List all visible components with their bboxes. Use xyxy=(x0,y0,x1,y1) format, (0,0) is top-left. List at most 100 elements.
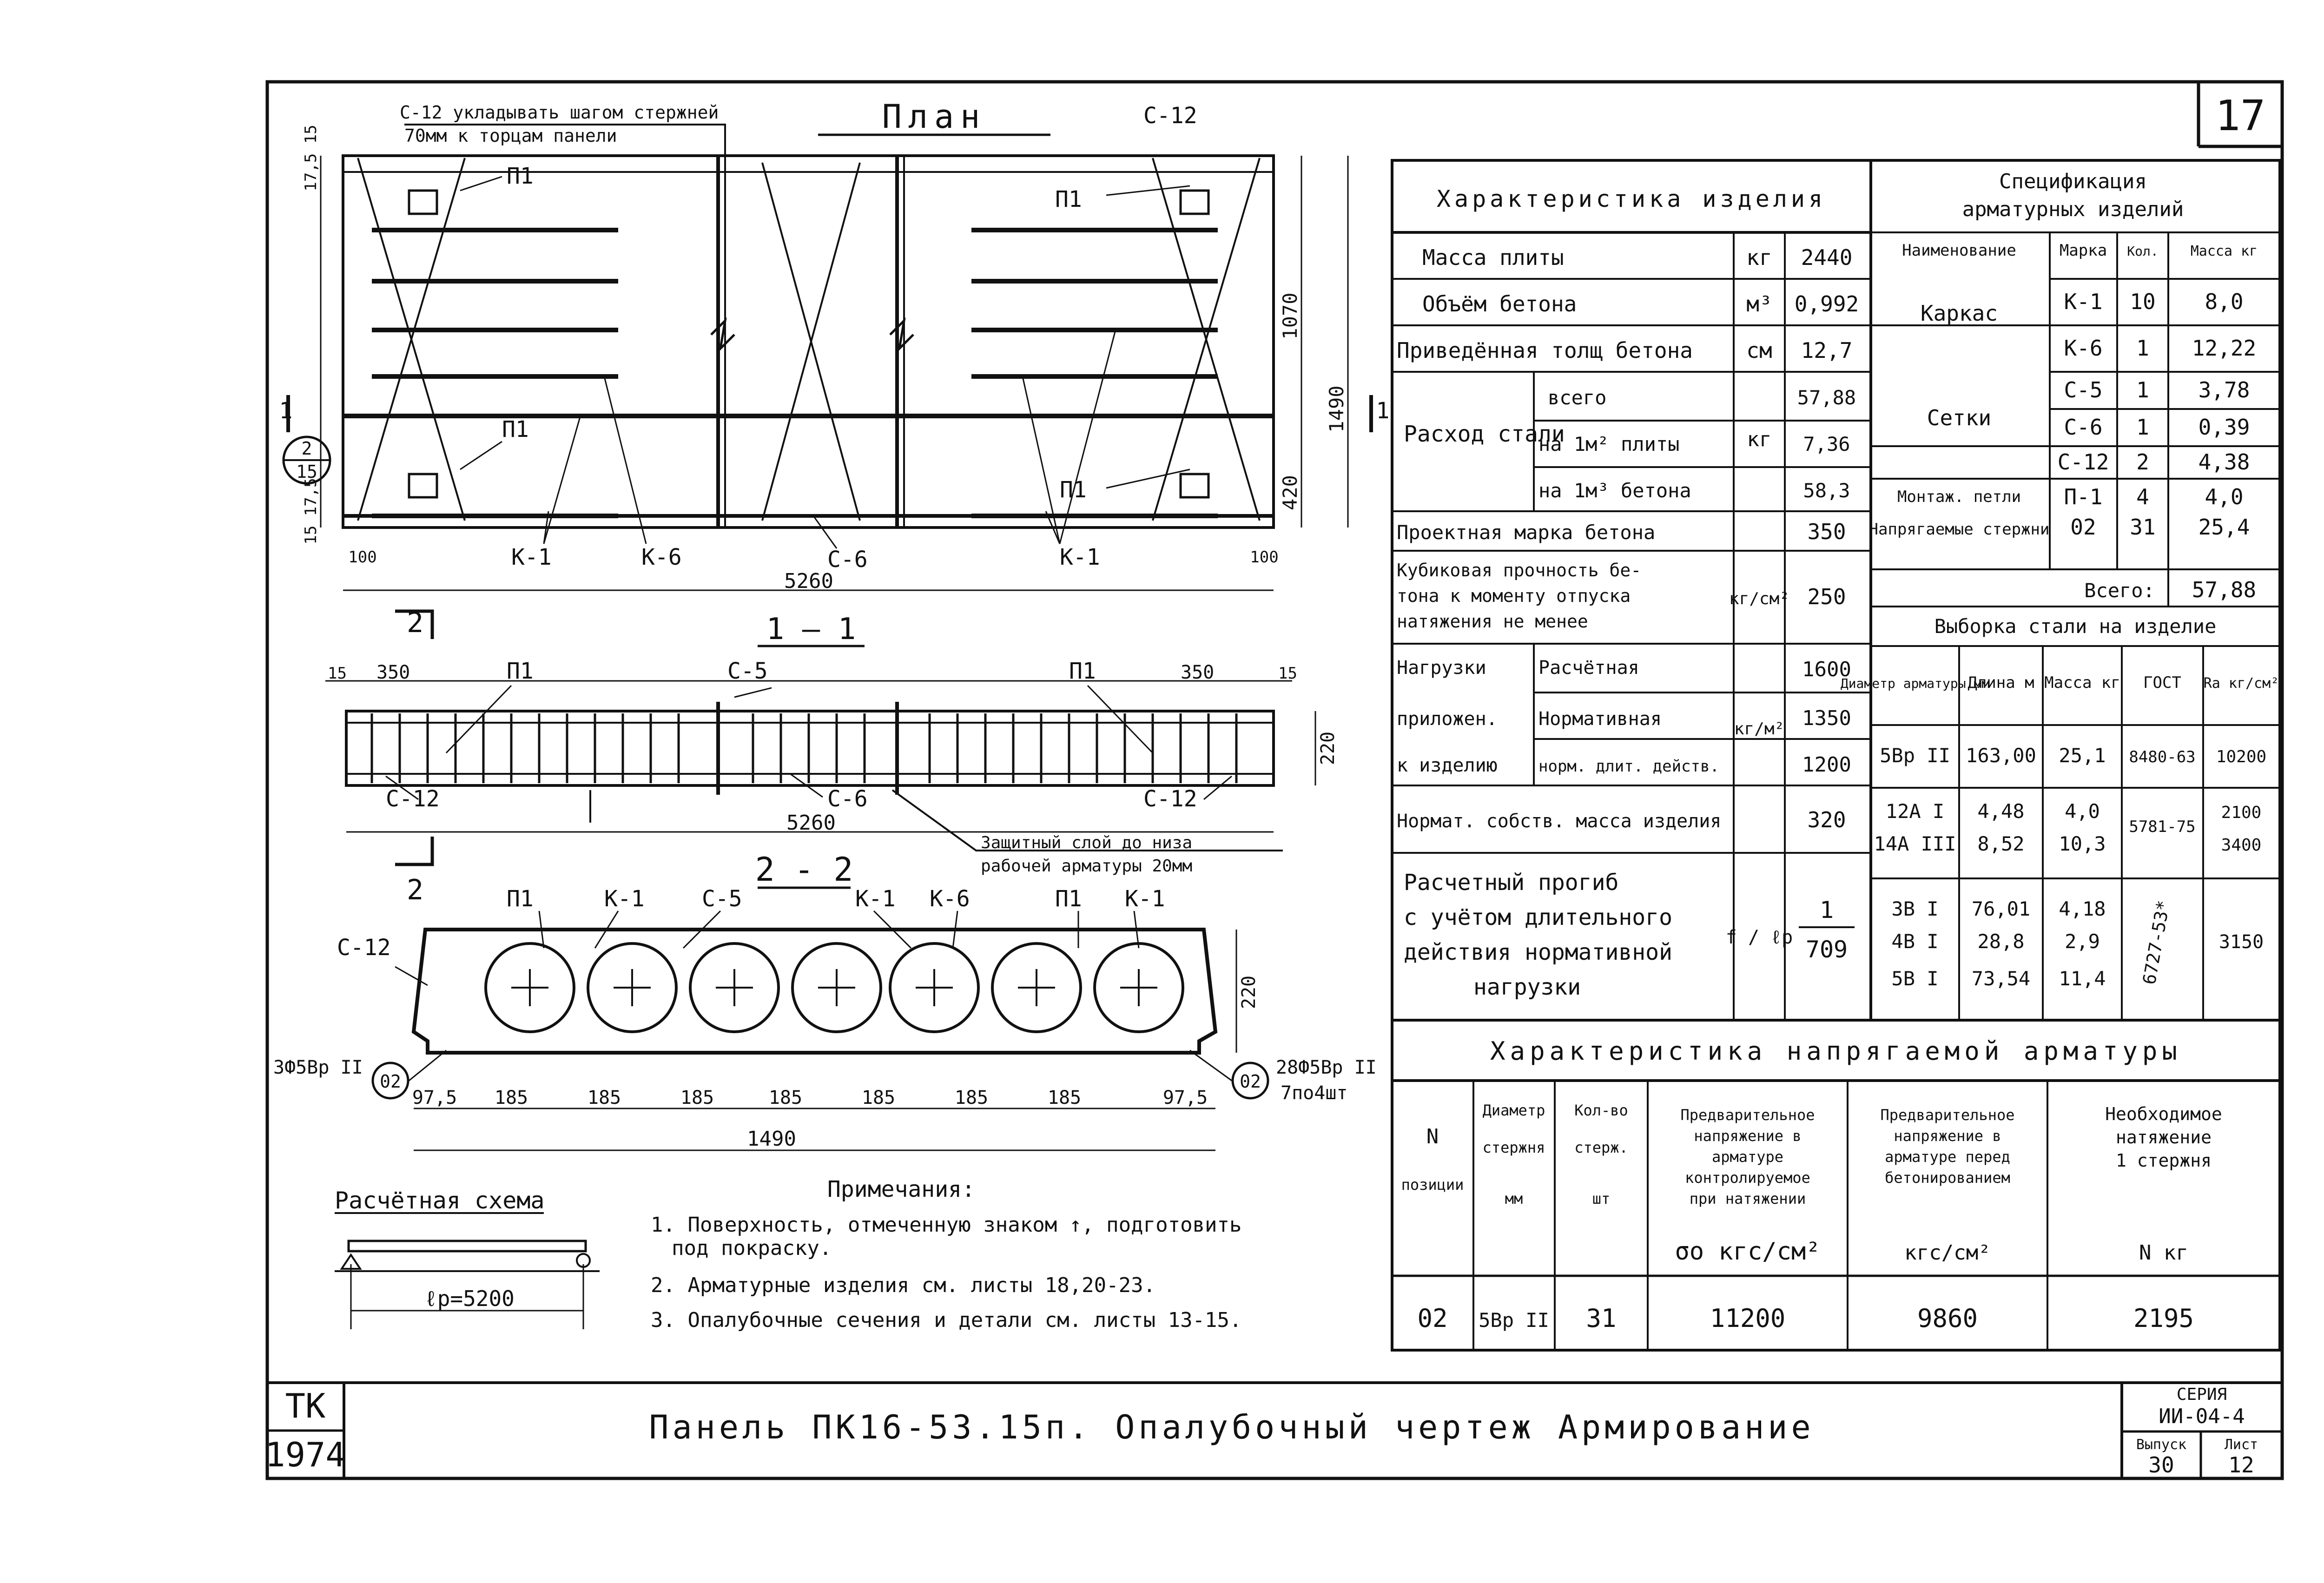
note-2: 2. Арматурные изделия см. листы 18,20-23… xyxy=(651,1273,1155,1297)
section-2-2-dim-5: 185 xyxy=(862,1087,895,1108)
steel-per-m2-name: на 1м² плиты xyxy=(1538,433,1679,455)
spec-group-tendons: Напрягаемые стержни xyxy=(1869,520,2050,539)
spec-02-mass: 25,4 xyxy=(2199,514,2250,540)
steel-row1-gost: 8480-63 xyxy=(2129,748,2195,766)
tension-col-dia-1: Диаметр xyxy=(1483,1102,1545,1119)
tension-col-force-3: 1 стержня xyxy=(2116,1150,2212,1171)
notes-title: Примечания: xyxy=(827,1176,975,1202)
steel-row5-len: 28,8 xyxy=(1977,930,2024,953)
right-tendon-label-2: 7по4шт xyxy=(1281,1082,1348,1104)
stamp-year: 1974 xyxy=(265,1435,345,1474)
tension-col-ctrl-5: при натяжении xyxy=(1690,1190,1806,1207)
plan-section-mark-left: 1 xyxy=(279,398,293,424)
section-2-mark-bottom: 2 xyxy=(407,874,423,906)
deflection-line-4: нагрузки xyxy=(1473,974,1581,1000)
spec-header-1: Спецификация xyxy=(1999,170,2147,193)
plan-view: План С-12 укладывать шагом стержней 70мм… xyxy=(279,98,1390,593)
steel-row5-dia: 4В I xyxy=(1891,930,1938,953)
plan-dim-end-left: 100 xyxy=(348,548,376,567)
plan-label-c12: С-12 xyxy=(1143,103,1197,129)
steel-row2-mass: 4,0 xyxy=(2065,800,2100,823)
load-normative-value: 1350 xyxy=(1802,706,1851,730)
section-1-1-dim-length: 5260 xyxy=(786,811,836,835)
tension-col-qty-3: шт xyxy=(1592,1190,1611,1207)
notes-block: Примечания: 1. Поверхность, отмеченную з… xyxy=(651,1176,1242,1332)
spec-k1-qty: 10 xyxy=(2130,289,2155,314)
plan-dim-width-upper: 1070 xyxy=(1279,292,1301,339)
load-normative-name: Нормативная xyxy=(1538,708,1662,730)
plan-dim-end-right: 100 xyxy=(1250,548,1278,567)
steel-col-mass: Масса кг xyxy=(2044,673,2120,692)
calc-scheme: Расчётная схема ℓр=5200 xyxy=(335,1187,600,1329)
plan-label-p1-a: П1 xyxy=(507,163,534,189)
loads-line-1: Нагрузки xyxy=(1397,657,1486,679)
steel-total-name: всего xyxy=(1548,386,1606,409)
spec-col-mark: Марка xyxy=(2060,241,2107,260)
sheet-frame xyxy=(265,80,2284,1480)
steel-row4-ra: 3150 xyxy=(2219,931,2264,953)
steel-per-m3-name: на 1м³ бетона xyxy=(1538,479,1691,502)
plan-note-line-1: С-12 укладывать шагом стержней xyxy=(400,102,719,123)
steel-row1-len: 163,00 xyxy=(1966,744,2036,767)
plan-note-line-2: 70мм к торцам панели xyxy=(404,125,617,146)
steel-row4-gost: 6727-53* xyxy=(2139,899,2174,986)
steel-row4-mass: 4,18 xyxy=(2059,897,2106,920)
load-design-name: Расчётная xyxy=(1538,657,1639,679)
tension-col-ctrl-2: напряжение в xyxy=(1694,1127,1801,1145)
spec-total-label: Всего: xyxy=(2084,579,2155,602)
tension-col-qty-2: стерж. xyxy=(1574,1139,1628,1156)
spec-c6-mark: С-6 xyxy=(2064,415,2102,440)
section-1-1-label-c5: С-5 xyxy=(727,658,768,684)
spec-group-mesh: Сетки xyxy=(1927,405,1991,430)
tension-col-pre-4: бетонированием xyxy=(1885,1169,2010,1187)
section-2-2-label-p1-a: П1 xyxy=(507,886,534,912)
series-value: ИИ-04-4 xyxy=(2159,1405,2245,1428)
plan-dim-width-total: 1490 xyxy=(1325,385,1348,432)
steel-row2-gost: 5781-75 xyxy=(2129,818,2195,836)
plan-section-mark-right: 1 xyxy=(1376,398,1390,424)
page-value: 12 xyxy=(2228,1452,2254,1477)
strength-line-3: натяжения не менее xyxy=(1397,611,1588,632)
loads-line-3: к изделию xyxy=(1397,755,1498,776)
load-long-name: норм. длит. действ. xyxy=(1538,757,1719,776)
section-1-1-label-c12-b: С-12 xyxy=(1143,786,1197,812)
char-thickness-unit: см xyxy=(1746,338,1772,363)
spec-k6-mass: 12,22 xyxy=(2192,336,2256,361)
steel-row3-len: 8,52 xyxy=(1977,832,2024,855)
tension-row-qty: 31 xyxy=(1586,1304,1616,1333)
tension-col-n: N xyxy=(1426,1125,1439,1148)
tension-col-n-2: позиции xyxy=(1401,1176,1464,1194)
spec-c12-qty: 2 xyxy=(2136,449,2149,475)
tension-col-pre-2: напряжение в xyxy=(1894,1127,2001,1145)
steel-row2-len: 4,48 xyxy=(1977,800,2024,823)
section-2-2-dim-1: 185 xyxy=(495,1087,528,1108)
section-1-1-dim-350-left: 350 xyxy=(376,662,410,683)
plan-label-c6: С-6 xyxy=(827,547,868,573)
char-volume-value: 0,992 xyxy=(1795,291,1859,317)
section-1-1-dim-15-right: 15 xyxy=(1278,664,1297,683)
section-1-1: 1 — 1 П1 С-5 П1 С-12 С-6 С-12 15 350 350… xyxy=(325,607,1339,906)
section-2-2-label-p1-b: П1 xyxy=(1055,886,1082,912)
tension-row-pos: 02 xyxy=(1417,1304,1447,1333)
tension-col-pre-1: Предварительное xyxy=(1881,1106,2015,1124)
section-1-1-label-p1-a: П1 xyxy=(507,658,534,684)
plan-dim-left-top: 17,5 15 xyxy=(302,125,320,191)
steel-row2-ra: 2100 xyxy=(2221,803,2262,822)
spec-group-frame: Каркас xyxy=(1921,301,1998,326)
load-long-value: 1200 xyxy=(1802,753,1851,777)
left-tendon-mark: 02 xyxy=(380,1071,401,1092)
steel-col-gost: ГОСТ xyxy=(2143,673,2181,692)
tension-row-force: 2195 xyxy=(2133,1304,2194,1333)
plan-label-p1-c: П1 xyxy=(1055,186,1082,212)
cover-note-line-1: Защитный слой до низа xyxy=(981,833,1192,852)
spec-c5-mass: 3,78 xyxy=(2199,377,2250,402)
strength-unit: кг/см² xyxy=(1729,589,1789,608)
steel-row6-len: 73,54 xyxy=(1972,967,2030,990)
plan-label-p1-b: П1 xyxy=(502,416,529,442)
steel-selection-table: Выборка стали на изделие Диаметр арматур… xyxy=(1841,615,2279,990)
strength-value: 250 xyxy=(1807,584,1846,609)
spec-col-name: Наименование xyxy=(1902,241,2016,260)
steel-usage-unit: кг xyxy=(1747,428,1772,451)
self-weight-name: Нормат. собств. масса изделия xyxy=(1397,811,1721,832)
steel-per-m2-value: 7,36 xyxy=(1803,433,1850,455)
